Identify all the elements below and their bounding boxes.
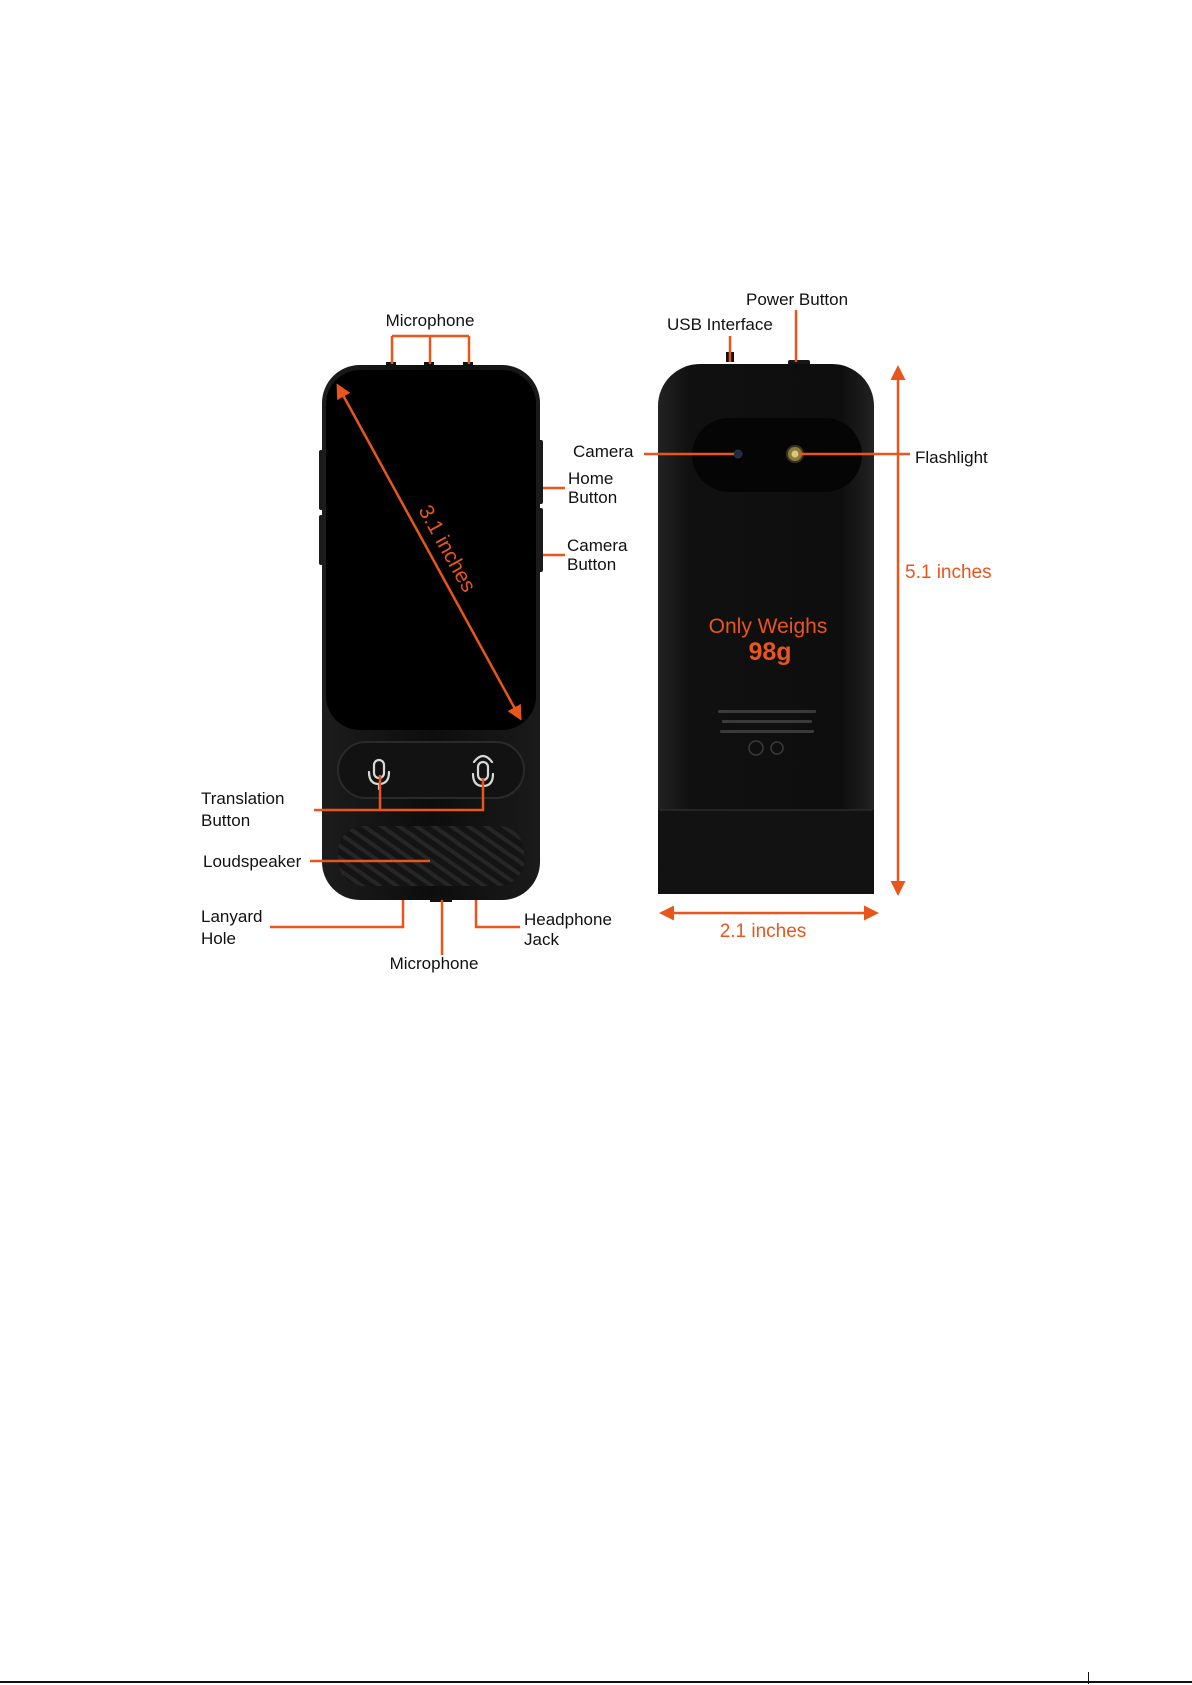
label-lanyard-hole-line2: Hole — [201, 929, 236, 948]
label-headphone-jack-line2: Jack — [524, 930, 559, 949]
label-lanyard-hole-line1: Lanyard — [201, 907, 262, 926]
label-weight-line2: 98g — [748, 638, 791, 666]
flashlight-core — [792, 451, 799, 458]
front-device — [319, 362, 543, 902]
label-headphone-jack-line1: Headphone — [524, 910, 612, 929]
left-side-button — [319, 450, 323, 510]
loudspeaker-grille — [338, 826, 524, 886]
label-usb-interface: USB Interface — [667, 315, 773, 334]
label-height: 5.1 inches — [905, 562, 992, 583]
label-flashlight: Flashlight — [915, 448, 988, 467]
label-power-button: Power Button — [746, 290, 848, 309]
left-side-button-2 — [319, 515, 323, 565]
home-button-side — [538, 440, 543, 504]
label-mic-bottom: Microphone — [390, 954, 479, 973]
label-home-button-line1: Home — [568, 469, 613, 488]
translation-button-panel — [338, 742, 524, 798]
label-home-button-line2: Button — [568, 488, 617, 507]
label-width: 2.1 inches — [720, 921, 807, 942]
page-bottom-rule — [0, 1681, 1192, 1683]
label-weight-line1: Only Weighs — [709, 615, 828, 638]
camera-button-side — [538, 508, 543, 572]
camera-lens — [734, 450, 742, 458]
label-mic-top: Microphone — [386, 311, 475, 330]
page-bottom-tick — [1088, 1672, 1089, 1684]
label-translation-button-line2: Button — [201, 811, 250, 830]
label-camera: Camera — [573, 442, 634, 461]
label-camera-button-line1: Camera — [567, 536, 628, 555]
label-camera-button-line2: Button — [567, 555, 616, 574]
back-bottom-corner — [658, 862, 874, 894]
label-loudspeaker: Loudspeaker — [203, 852, 302, 871]
label-translation-button-line1: Translation — [201, 789, 284, 808]
